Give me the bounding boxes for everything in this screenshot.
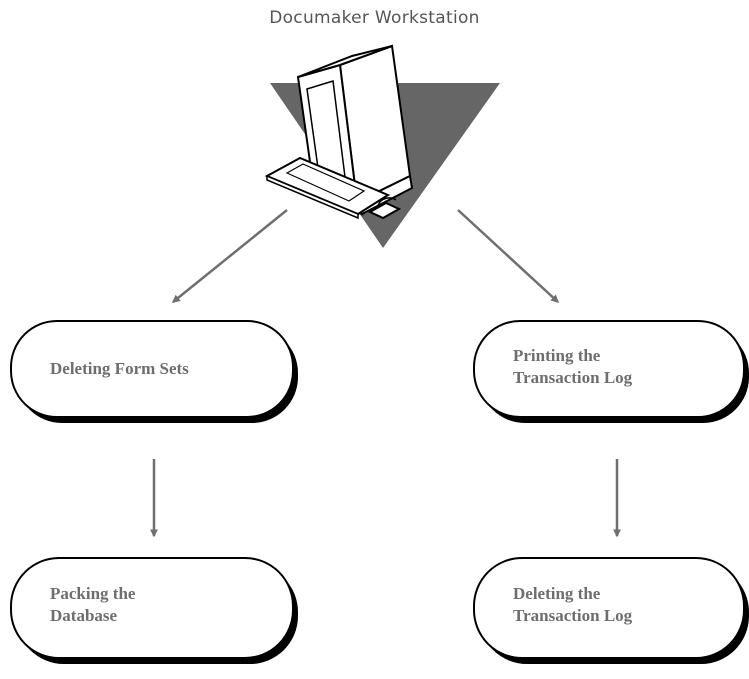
node-label-line: Transaction Log — [513, 368, 633, 387]
node-label-line: Printing the — [513, 346, 601, 365]
node-label-line: Deleting Form Sets — [50, 359, 189, 378]
diagram-title: Documaker Workstation — [269, 8, 480, 28]
workstation-computer-icon — [264, 44, 500, 248]
node-label-deleting-transaction-log: Deleting the Transaction Log — [513, 583, 632, 627]
node-label-line: Transaction Log — [513, 606, 633, 625]
arrow-to-delete-form-sets — [171, 209, 288, 303]
node-packing-database — [10, 557, 298, 664]
node-deleting-transaction-log — [473, 557, 749, 664]
node-printing-transaction-log — [473, 320, 749, 423]
node-label-deleting-form-sets: Deleting Form Sets — [50, 358, 189, 380]
node-label-line: Database — [50, 606, 118, 625]
node-label-line: Deleting the — [513, 584, 601, 603]
node-label-packing-database: Packing the Database — [50, 583, 135, 627]
node-label-line: Packing the — [50, 584, 136, 603]
node-label-printing-transaction-log: Printing the Transaction Log — [513, 345, 632, 389]
node-deleting-form-sets — [10, 320, 298, 423]
arrow-to-print-log — [457, 209, 559, 303]
